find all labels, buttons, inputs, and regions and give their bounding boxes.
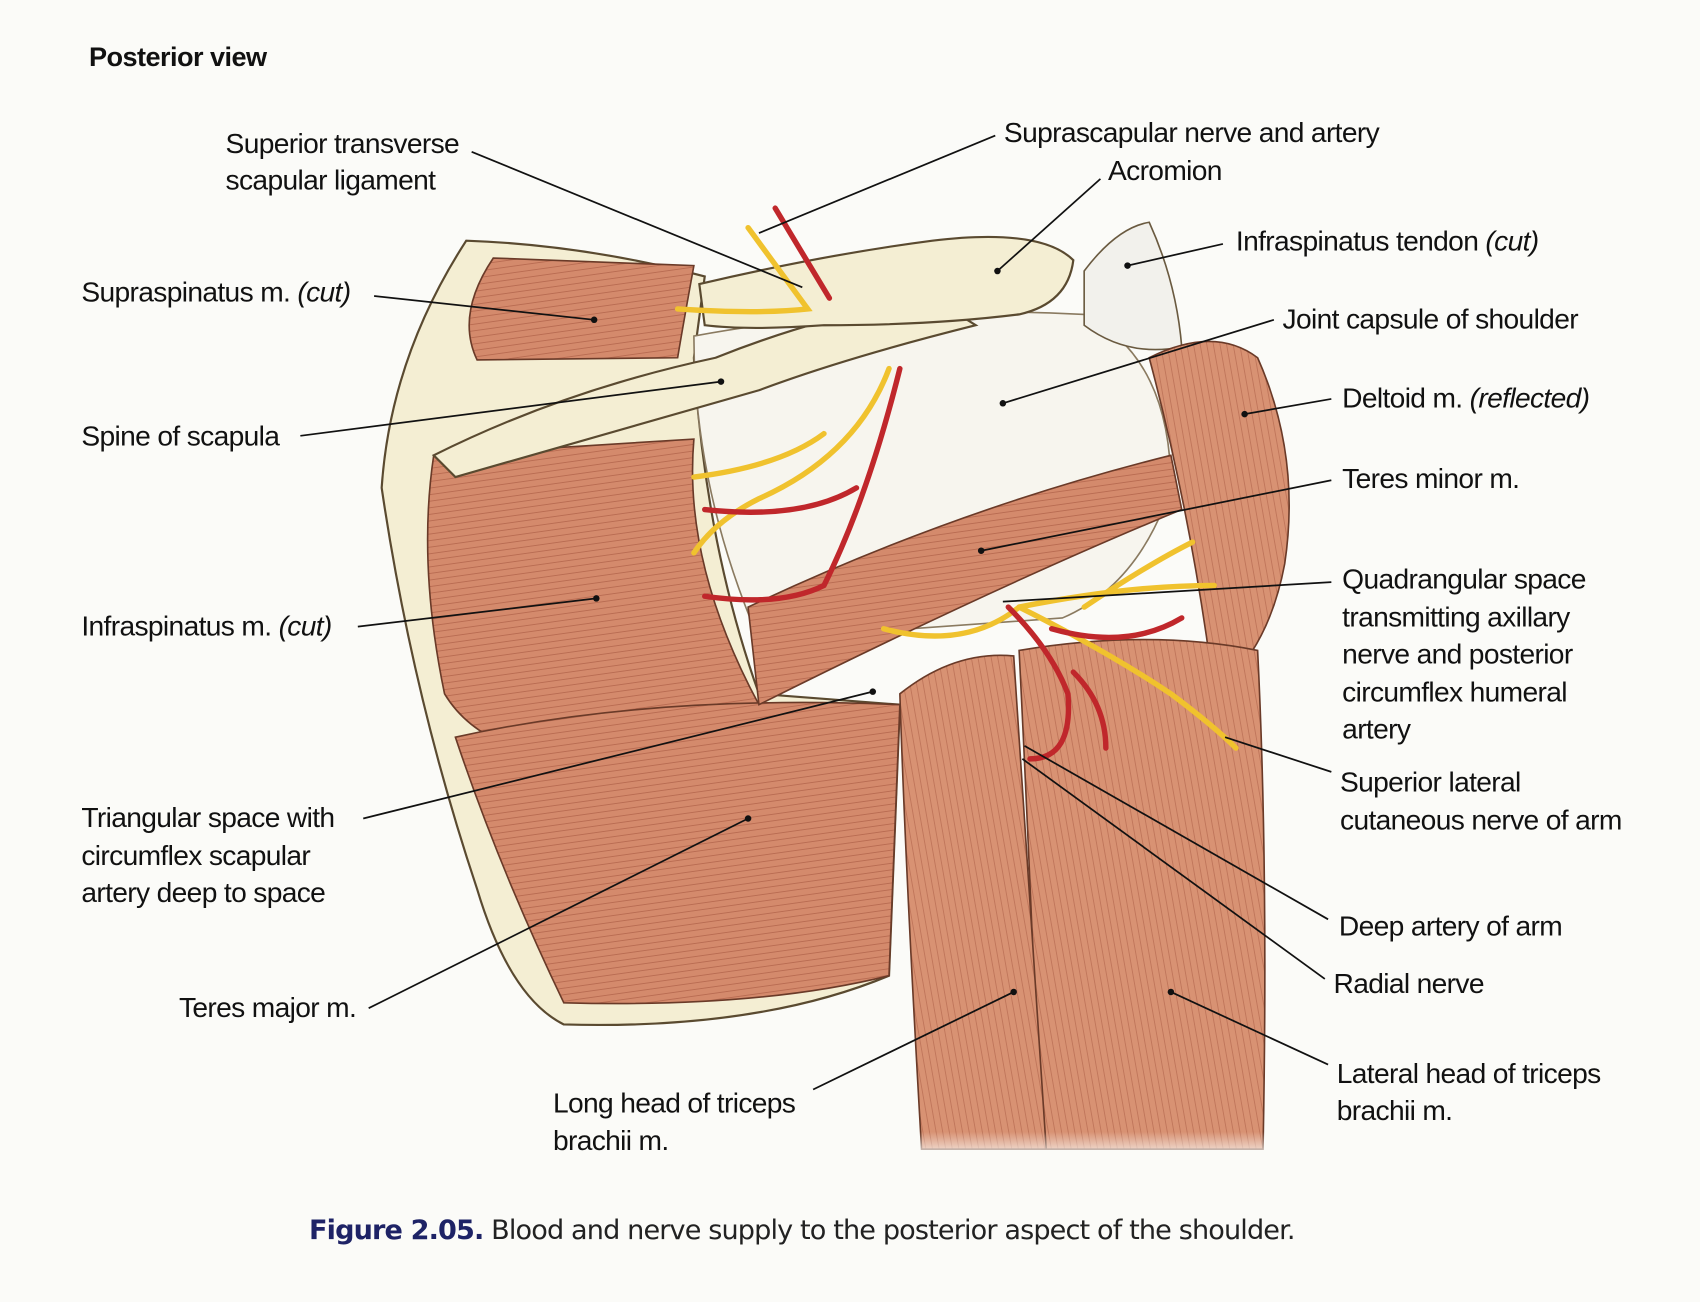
label-triangular-2: circumflex scapular	[81, 839, 310, 871]
label-superior-transverse-ligament-2: scapular ligament	[226, 164, 437, 196]
label-teres-minor: Teres minor m.	[1342, 462, 1519, 494]
label-quadrangular-5: artery	[1342, 712, 1412, 744]
label-acromion: Acromion	[1108, 154, 1222, 186]
spine-of-scapula	[431, 296, 979, 479]
label-supraspinatus: Supraspinatus m. (cut)	[81, 275, 350, 307]
label-triangular-1: Triangular space with	[81, 801, 334, 833]
label-quadrangular-2: transmitting axillary	[1342, 601, 1571, 633]
figure-number: Figure 2.05.	[309, 1215, 483, 1246]
label-lateral-head-2: brachii m.	[1337, 1094, 1453, 1126]
caption-text: Blood and nerve supply to the posterior …	[483, 1215, 1294, 1246]
label-radial-nerve: Radial nerve	[1334, 967, 1484, 999]
label-infraspinatus-muscle: Infraspinatus m. (cut)	[81, 609, 331, 641]
label-suprascapular-nerve-artery: Suprascapular nerve and artery	[1004, 116, 1381, 148]
infraspinatus-tendon	[1083, 221, 1183, 351]
figure-caption: Figure 2.05. Blood and nerve supply to t…	[309, 1215, 1295, 1246]
view-title: Posterior view	[89, 41, 268, 72]
label-long-head-1: Long head of triceps	[553, 1086, 796, 1118]
label-infraspinatus-tendon: Infraspinatus tendon (cut)	[1236, 224, 1539, 256]
label-spine-of-scapula: Spine of scapula	[81, 420, 280, 452]
acromion	[698, 235, 1075, 330]
label-superior-transverse-ligament: Superior transverse	[226, 127, 459, 159]
label-long-head-2: brachii m.	[553, 1124, 669, 1156]
label-quadrangular-1: Quadrangular space	[1342, 563, 1586, 595]
supraspinatus-muscle	[468, 257, 695, 361]
label-teres-major: Teres major m.	[179, 991, 356, 1023]
labels: Superior transverse scapular ligament Su…	[81, 116, 1622, 1156]
label-quadrangular-3: nerve and posterior	[1342, 637, 1573, 669]
label-sup-lat-cutaneous-2: cutaneous nerve of arm	[1340, 803, 1622, 835]
leader-lines	[300, 134, 1332, 1091]
label-triangular-3: artery deep to space	[81, 876, 325, 908]
anatomy-illustration	[380, 205, 1290, 1160]
label-joint-capsule: Joint capsule of shoulder	[1283, 302, 1579, 334]
label-quadrangular-4: circumflex humeral	[1342, 675, 1567, 707]
label-deep-artery: Deep artery of arm	[1339, 910, 1562, 942]
label-lateral-head-1: Lateral head of triceps	[1337, 1057, 1601, 1089]
label-sup-lat-cutaneous-1: Superior lateral	[1340, 765, 1521, 797]
deltoid-muscle	[1148, 340, 1290, 696]
label-deltoid: Deltoid m. (reflected)	[1342, 382, 1589, 414]
